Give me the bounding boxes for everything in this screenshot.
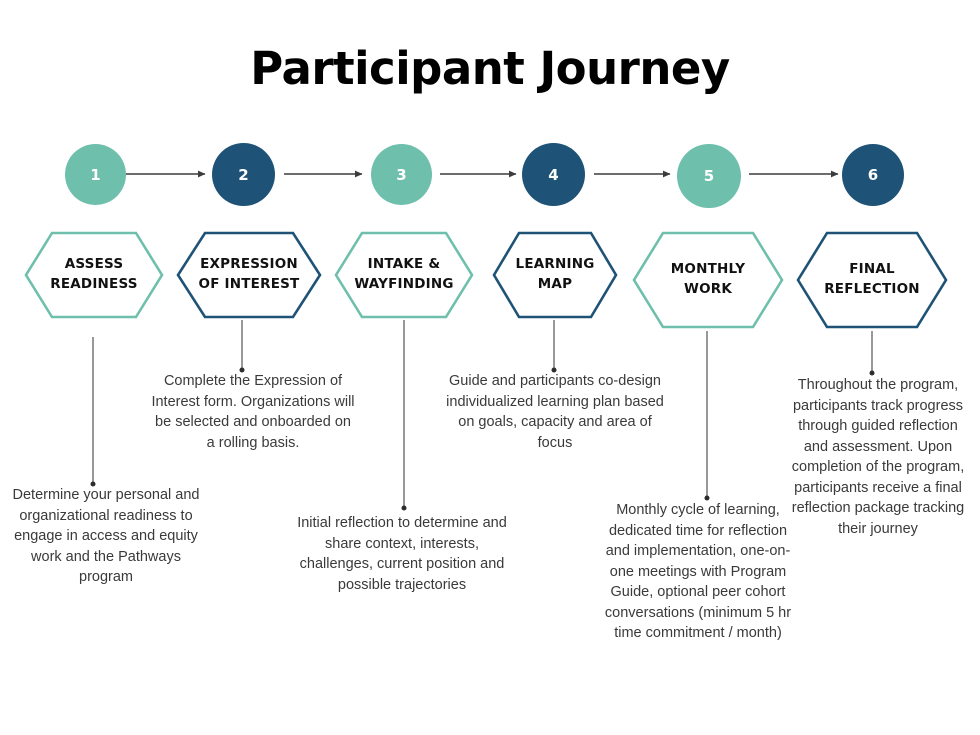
stage-label: EXPRESSION OF INTEREST xyxy=(198,256,300,292)
step-description-1: Determine your personal and organization… xyxy=(12,487,200,586)
stage-hexagon-6[interactable]: FINAL REFLECTION xyxy=(796,231,948,329)
step-description-3: Initial reflection to determine and shar… xyxy=(297,515,507,593)
step-circle-6[interactable]: 6 xyxy=(842,144,904,206)
step-circle-5[interactable]: 5 xyxy=(677,144,741,208)
hexagon-shape xyxy=(176,231,322,319)
step-description-5: Monthly cycle of learning, dedicated tim… xyxy=(604,502,792,642)
stage-hexagon-2[interactable]: EXPRESSION OF INTEREST xyxy=(176,231,322,319)
step-circle-number: 6 xyxy=(867,166,879,184)
hexagon-shape xyxy=(492,231,618,319)
step-circle-3[interactable]: 3 xyxy=(371,144,432,205)
stage-hexagon-5[interactable]: MONTHLY WORK xyxy=(632,231,784,329)
stage-label: LEARNING MAP xyxy=(515,256,595,292)
step-circle-number: 3 xyxy=(396,165,407,184)
step-circle-number: 2 xyxy=(238,165,249,184)
stage-hexagon-1[interactable]: ASSESS READINESS xyxy=(24,231,164,319)
stage-label: FINAL REFLECTION xyxy=(824,261,920,297)
hexagon-shape xyxy=(24,231,164,319)
step-circle-number: 1 xyxy=(90,165,101,184)
step-circle-number: 4 xyxy=(548,165,559,184)
step-circle-2[interactable]: 2 xyxy=(212,143,275,206)
step-description-6: Throughout the program, participants tra… xyxy=(791,377,965,538)
step-description-4: Guide and participants co-design individ… xyxy=(446,373,664,451)
hexagon-shape xyxy=(632,231,784,329)
hexagon-shape xyxy=(334,231,474,319)
step-circle-1[interactable]: 1 xyxy=(65,144,126,205)
stage-label: INTAKE & WAYFINDING xyxy=(354,256,454,292)
step-description-2: Complete the Expression of Interest form… xyxy=(151,373,355,451)
step-circle-number: 5 xyxy=(703,167,715,185)
stage-hexagon-4[interactable]: LEARNING MAP xyxy=(492,231,618,319)
page-title: Participant Journey xyxy=(250,42,730,95)
stage-label: ASSESS READINESS xyxy=(50,256,138,292)
stage-hexagon-3[interactable]: INTAKE & WAYFINDING xyxy=(334,231,474,319)
hexagon-shape xyxy=(796,231,948,329)
stage-label: MONTHLY WORK xyxy=(670,261,746,297)
step-circle-4[interactable]: 4 xyxy=(522,143,585,206)
